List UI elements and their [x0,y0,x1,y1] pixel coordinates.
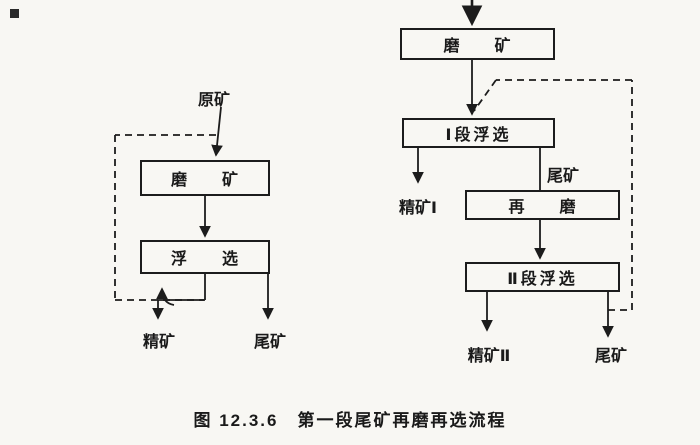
right-stage2-flotation-box: Ⅱ段浮选 [465,262,620,292]
left-flow-lines [114,106,274,320]
right-grinding-box: 磨 矿 [400,28,555,60]
right-dashed-diagonal [473,79,497,112]
right-flow-lines [412,0,633,338]
left-tailings-label: 尾矿 [253,334,286,351]
right-stage1-flotation-box: Ⅰ段浮选 [402,118,555,148]
right-final-tailings-label: 尾矿 [594,348,627,365]
right-regrind-box: 再 磨 [465,190,620,220]
left-feed-label: 原矿 [197,92,230,109]
scan-artifact-mark [10,9,19,18]
left-dashed-recycle [114,134,216,301]
left-recycle-up-arrow [156,287,175,306]
right-concentrate1-label: 精矿Ⅰ [399,200,437,217]
left-flotation-box: 浮 选 [140,240,270,274]
right-dashed-recycle [473,79,633,311]
left-feed-line [211,106,223,157]
left-grinding-box: 磨 矿 [140,160,270,196]
left-concentrate-line [152,299,205,320]
right-stage1-tailings-label: 尾矿 [547,168,580,185]
right-concentrate2-label: 精矿Ⅱ [467,348,511,365]
left-concentrate-label: 精矿 [142,334,175,351]
figure-caption: 图 12.3.6 第一段尾矿再磨再选流程 [193,411,507,430]
